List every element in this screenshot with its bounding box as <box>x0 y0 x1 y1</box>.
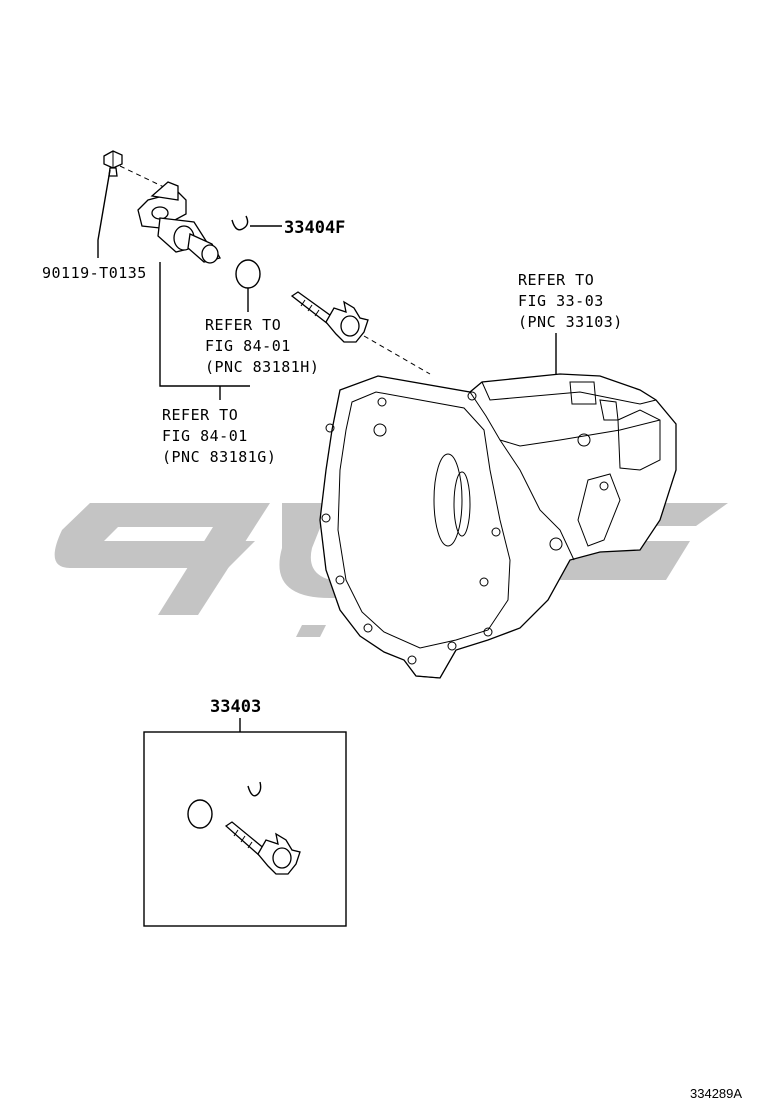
kit-clip-icon <box>247 781 262 797</box>
kit-part-number: 33403 <box>210 697 261 717</box>
transmission-case <box>319 373 677 679</box>
kit-contents-box <box>143 731 347 927</box>
sensor-ref-line-3: (PNC 83181G) <box>162 448 276 466</box>
bolt-part-number: 90119-T0135 <box>42 264 147 282</box>
case-ref-line-3: (PNC 33103) <box>518 313 623 331</box>
sensor-ref-line-2: FIG 84-01 <box>162 427 248 445</box>
o-ring-ref-line-2: FIG 84-01 <box>205 337 291 355</box>
driven-gear <box>290 291 369 343</box>
clip-icon <box>231 215 249 231</box>
bolt-axis-dash <box>119 165 171 191</box>
kit-o-ring-icon <box>187 799 213 829</box>
speed-sensor <box>137 181 221 264</box>
o-ring-ref-line-1: REFER TO <box>205 316 281 334</box>
figure-id: 334289A <box>690 1086 742 1101</box>
case-ref-line-1: REFER TO <box>518 271 594 289</box>
o-ring-ref-line-3: (PNC 83181H) <box>205 358 319 376</box>
kit-driven-gear <box>224 821 301 875</box>
gear-axis-dash <box>363 335 431 375</box>
clip-part-number: 33404F <box>284 218 345 238</box>
case-ref-line-2: FIG 33-03 <box>518 292 604 310</box>
bolt <box>103 150 123 177</box>
o-ring-icon <box>235 259 261 289</box>
bolt-leader-line <box>97 169 111 258</box>
sensor-ref-line-1: REFER TO <box>162 406 238 424</box>
